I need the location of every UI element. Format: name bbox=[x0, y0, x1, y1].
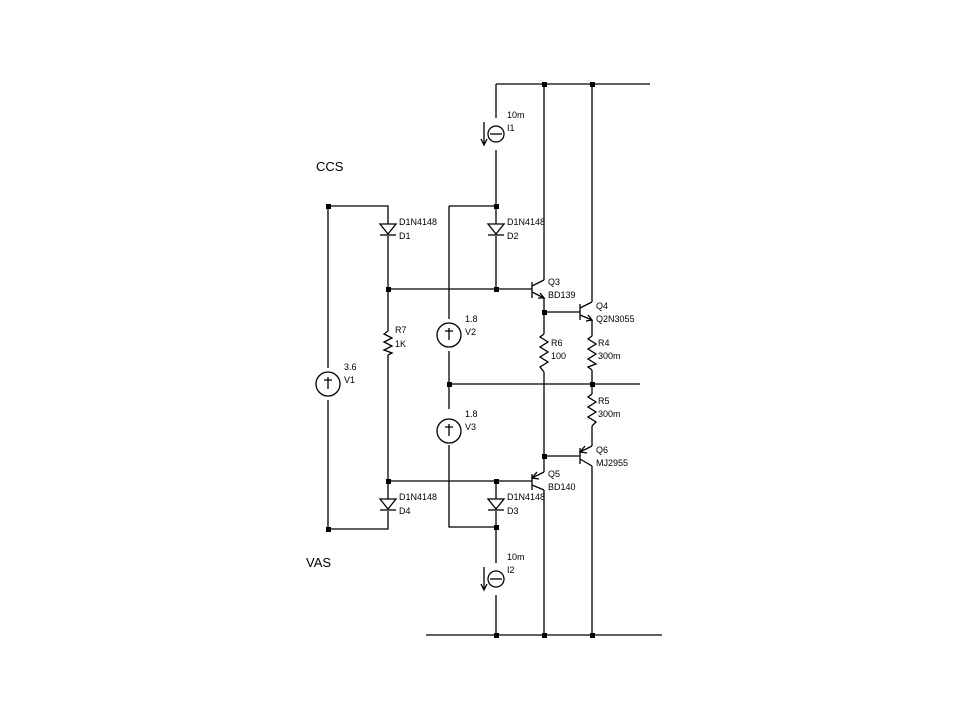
q4-ref: Q4 bbox=[596, 301, 608, 311]
voltage-source-v3 bbox=[436, 418, 462, 444]
transistor-q5 bbox=[530, 462, 545, 491]
junction bbox=[590, 82, 595, 87]
voltage-source-v1 bbox=[315, 371, 341, 397]
wires bbox=[327, 83, 662, 636]
voltage-source-v2 bbox=[436, 322, 462, 348]
q6-model: MJ2955 bbox=[596, 458, 628, 468]
current-source-i1 bbox=[480, 122, 505, 147]
junction bbox=[542, 454, 547, 459]
v1-value: 3.6 bbox=[344, 362, 357, 372]
junction bbox=[542, 82, 547, 87]
v3-value: 1.8 bbox=[465, 409, 478, 419]
i1-ref: I1 bbox=[507, 123, 515, 133]
net-label-ccs: CCS bbox=[316, 159, 344, 174]
d3-model: D1N4148 bbox=[507, 492, 545, 502]
diode-d3 bbox=[486, 498, 506, 511]
q4-model: Q2N3055 bbox=[596, 314, 635, 324]
junction bbox=[494, 633, 499, 638]
d3-ref: D3 bbox=[507, 506, 519, 516]
junction bbox=[590, 633, 595, 638]
d4-ref: D4 bbox=[399, 506, 411, 516]
r4-ref: R4 bbox=[598, 338, 610, 348]
current-source-i2 bbox=[480, 567, 505, 592]
r7-value: 1K bbox=[395, 339, 406, 349]
junction bbox=[542, 310, 547, 315]
resistor-r6 bbox=[538, 333, 550, 373]
net-label-vas: VAS bbox=[306, 555, 331, 570]
junction bbox=[494, 479, 499, 484]
transistor-q4 bbox=[579, 301, 594, 322]
r5-value: 300m bbox=[598, 409, 621, 419]
i1-value: 10m bbox=[507, 110, 525, 120]
q6-ref: Q6 bbox=[596, 445, 608, 455]
r6-ref: R6 bbox=[551, 338, 563, 348]
d4-model: D1N4148 bbox=[399, 492, 437, 502]
resistor-r5 bbox=[586, 393, 598, 427]
diode-d4 bbox=[378, 498, 398, 511]
junctions bbox=[326, 82, 595, 638]
junction bbox=[542, 633, 547, 638]
q3-ref: Q3 bbox=[548, 277, 560, 287]
i2-ref: I2 bbox=[507, 565, 515, 575]
r4-value: 300m bbox=[598, 351, 621, 361]
q5-model: BD140 bbox=[548, 482, 576, 492]
junction bbox=[494, 287, 499, 292]
transistor-q3 bbox=[531, 279, 546, 299]
d1-ref: D1 bbox=[399, 231, 411, 241]
q5-ref: Q5 bbox=[548, 469, 560, 479]
q3-model: BD139 bbox=[548, 290, 576, 300]
v1-ref: V1 bbox=[344, 375, 355, 385]
i2-value: 10m bbox=[507, 552, 525, 562]
junction bbox=[494, 204, 499, 209]
d2-ref: D2 bbox=[507, 231, 519, 241]
junction bbox=[494, 525, 499, 530]
r5-ref: R5 bbox=[598, 396, 610, 406]
d2-model: D1N4148 bbox=[507, 217, 545, 227]
junction bbox=[386, 479, 391, 484]
v3-ref: V3 bbox=[465, 422, 476, 432]
junction bbox=[447, 382, 452, 387]
junction bbox=[326, 204, 331, 209]
junction bbox=[386, 287, 391, 292]
v2-value: 1.8 bbox=[465, 314, 478, 324]
resistor-r4 bbox=[586, 335, 598, 371]
d1-model: D1N4148 bbox=[399, 217, 437, 227]
junction bbox=[326, 527, 331, 532]
diode-d1 bbox=[378, 223, 398, 236]
diode-d2 bbox=[486, 223, 506, 236]
r7-ref: R7 bbox=[395, 325, 407, 335]
r6-value: 100 bbox=[551, 351, 566, 361]
v2-ref: V2 bbox=[465, 327, 476, 337]
resistor-r7 bbox=[382, 330, 394, 356]
transistor-q6 bbox=[578, 445, 593, 467]
junction bbox=[590, 382, 595, 387]
